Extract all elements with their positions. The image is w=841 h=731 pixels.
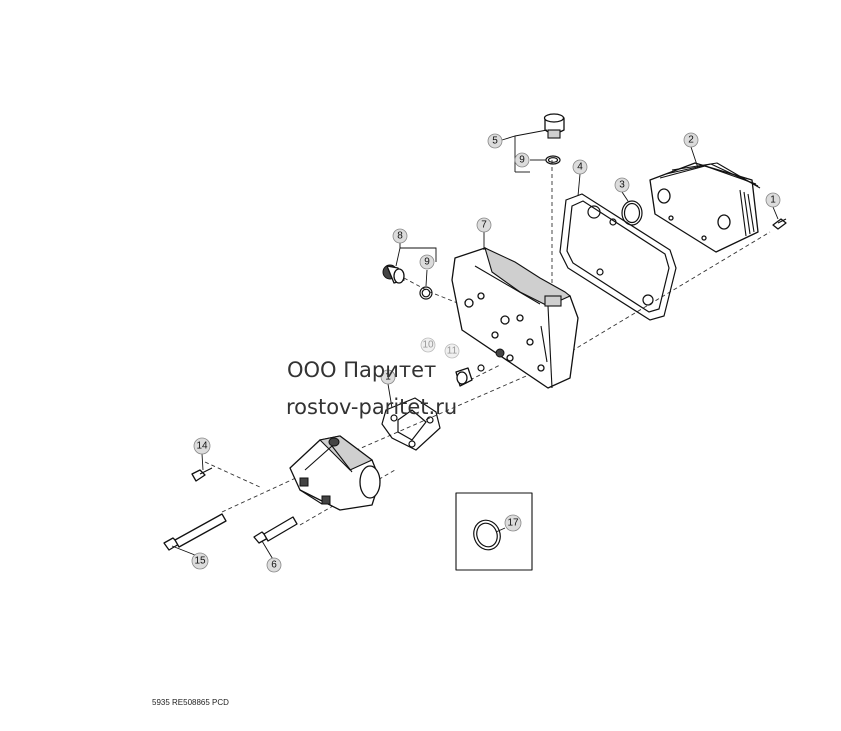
cooler-housing-part-7[interactable] bbox=[451, 246, 579, 389]
fittings-part-10-11[interactable] bbox=[455, 364, 485, 387]
callout-7: 7 bbox=[476, 217, 492, 233]
bolt-part-14[interactable] bbox=[191, 467, 213, 482]
fitting-part-8[interactable] bbox=[382, 264, 405, 284]
callout-label: 6 bbox=[271, 560, 277, 571]
gasket-plate-part-12[interactable] bbox=[381, 397, 441, 451]
callout-10: 10 bbox=[420, 337, 436, 353]
callout-label: 8 bbox=[397, 231, 403, 242]
callout-label: 1 bbox=[385, 372, 391, 383]
callout-8: 8 bbox=[392, 228, 408, 244]
callout-12: 1 bbox=[380, 369, 396, 385]
callout-label: 17 bbox=[507, 518, 519, 529]
gasket-part-4[interactable] bbox=[559, 193, 677, 321]
watermark-company: ООО Паритет bbox=[287, 358, 436, 382]
callout-14: 14 bbox=[193, 437, 211, 455]
callout-11: 11 bbox=[444, 343, 460, 359]
callout-label: 9 bbox=[519, 155, 525, 166]
callout-17: 17 bbox=[504, 514, 522, 532]
callout-6: 6 bbox=[266, 557, 282, 573]
filter-head-adapter[interactable] bbox=[289, 435, 381, 511]
callout-label: 2 bbox=[688, 135, 694, 146]
bolt-part-1[interactable] bbox=[772, 218, 787, 230]
callout-1: 1 bbox=[765, 192, 781, 208]
callout-9-upper: 9 bbox=[514, 152, 530, 168]
callout-label: 1 bbox=[770, 195, 776, 206]
callout-label: 11 bbox=[447, 346, 458, 357]
callout-4: 4 bbox=[572, 159, 588, 175]
callout-9-lower: 9 bbox=[419, 254, 435, 270]
o-ring-part-3[interactable] bbox=[621, 200, 643, 226]
callout-2: 2 bbox=[683, 132, 699, 148]
bolt-part-15[interactable] bbox=[163, 513, 227, 551]
callout-label: 5 bbox=[492, 136, 498, 147]
plug-part-5[interactable] bbox=[543, 113, 565, 139]
callout-label: 3 bbox=[619, 180, 625, 191]
oil-cooler-core-part-2[interactable] bbox=[649, 162, 761, 253]
o-ring-part-17[interactable] bbox=[470, 516, 505, 553]
drawing-reference: 5935 RE508865 PCD bbox=[152, 698, 229, 707]
callout-label: 7 bbox=[481, 220, 487, 231]
watermark-website: rostov-paritet.ru bbox=[286, 395, 457, 419]
callout-label: 15 bbox=[194, 556, 206, 567]
leader-lines bbox=[171, 129, 779, 562]
seal-ring-part-9-upper[interactable] bbox=[545, 155, 561, 165]
seal-ring-part-9-lower[interactable] bbox=[419, 286, 433, 300]
callout-label: 14 bbox=[196, 441, 208, 452]
callout-label: 10 bbox=[422, 340, 434, 351]
callout-3: 3 bbox=[614, 177, 630, 193]
callout-5: 5 bbox=[487, 133, 503, 149]
callout-15: 15 bbox=[191, 552, 209, 570]
bolt-part-6[interactable] bbox=[253, 516, 298, 544]
inset-box-part-17 bbox=[455, 492, 533, 571]
callout-label: 4 bbox=[577, 162, 583, 173]
callout-label: 9 bbox=[424, 257, 430, 268]
